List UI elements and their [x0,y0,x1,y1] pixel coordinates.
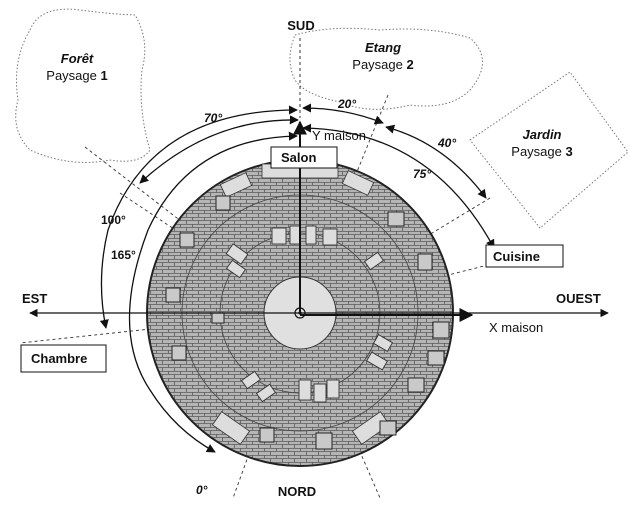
etang-subtitle: Paysage 2 [352,57,413,72]
arc-40 [385,124,487,199]
arc-75 [302,123,495,249]
angle-75-label: 75° [413,167,431,181]
angle-arcs [99,103,495,453]
chambre-box: Chambre [20,344,107,373]
angle-20-label: 20° [337,97,356,111]
etang-title: Etang [365,40,401,55]
jardin-landscape-outline [469,71,629,229]
angle-0-label: 0° [196,483,208,497]
east-label: EST [22,291,47,306]
chambre-label: Chambre [31,351,87,366]
cuisine-box: Cuisine [485,244,564,268]
cuisine-label: Cuisine [493,249,540,264]
arc-20 [302,103,384,125]
north-label: NORD [278,484,316,499]
salon-box: Salon [270,146,338,169]
arc-100 [99,105,298,329]
jardin-subtitle: Paysage 3 [511,144,572,159]
x-maison-label: X maison [489,320,543,335]
angle-165-label: 165° [111,248,136,262]
y-maison-label: Y maison [312,128,366,143]
west-label: OUEST [556,291,601,306]
foret-subtitle: Paysage 1 [46,68,107,83]
arc-165 [128,131,298,453]
angle-70-label: 70° [204,111,222,125]
etang-landscape-outline [289,27,483,110]
angle-100-label: 100° [101,213,126,227]
jardin-title: Jardin [522,127,561,142]
salon-label: Salon [281,150,316,165]
south-label: SUD [287,18,314,33]
foret-landscape-outline [15,8,151,163]
angle-40-label: 40° [437,136,456,150]
foret-title: Forêt [61,51,94,66]
